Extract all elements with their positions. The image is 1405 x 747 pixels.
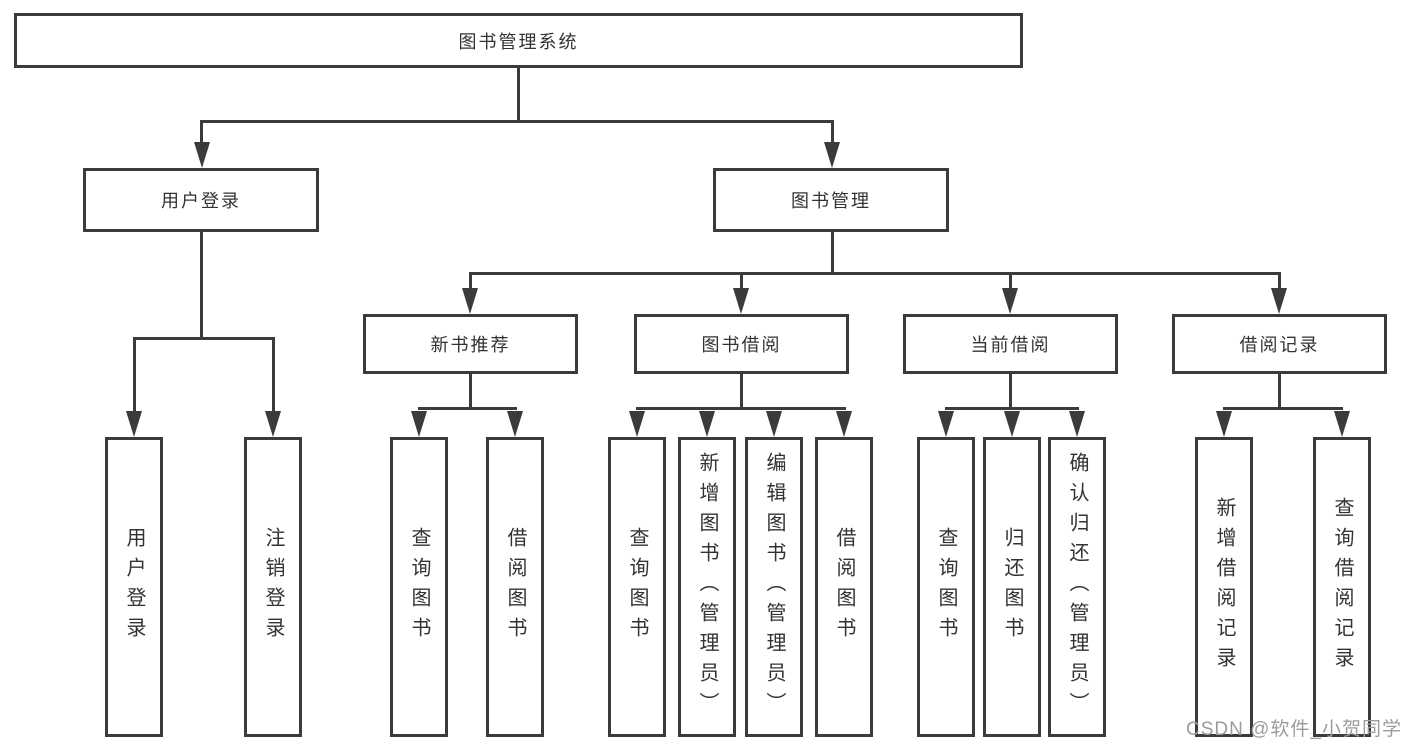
arrow-to-book-management <box>824 142 840 168</box>
connector-mid-4-split <box>1223 407 1343 410</box>
arrow-to-current-borrowing <box>1002 288 1018 314</box>
arrow-to-user-login <box>194 142 210 168</box>
leaf-user-login-label: 用户登录 <box>123 527 145 647</box>
arrow-to-book-borrowing <box>733 288 749 314</box>
connector-root-drop <box>517 68 520 123</box>
leaf-query-books-borrowing-label: 查询图书 <box>626 527 648 647</box>
leaf-user-login: 用户登录 <box>105 437 163 737</box>
arrow-leaf-6 <box>699 411 715 437</box>
leaf-query-borrow-record: 查询借阅记录 <box>1313 437 1371 737</box>
arrow-leaf-2 <box>265 411 281 437</box>
leaf-query-borrow-record-label: 查询借阅记录 <box>1331 497 1353 677</box>
node-book-management: 图书管理 <box>713 168 949 232</box>
arrow-leaf-9 <box>938 411 954 437</box>
connector-leaf-line-2 <box>272 337 275 413</box>
connector-to-book-management-line <box>831 120 834 146</box>
leaf-confirm-return-admin: 确认归还（管理员） <box>1048 437 1106 737</box>
leaf-return-books-label: 归还图书 <box>1001 527 1023 647</box>
connector-mid-2-drop <box>740 374 743 410</box>
connector-mid-1-drop <box>469 374 472 410</box>
leaf-query-books-current: 查询图书 <box>917 437 975 737</box>
leaf-query-books-current-label: 查询图书 <box>935 527 957 647</box>
arrow-leaf-7 <box>766 411 782 437</box>
node-new-book-recommend: 新书推荐 <box>363 314 578 374</box>
arrow-leaf-1 <box>126 411 142 437</box>
node-book-borrowing: 图书借阅 <box>634 314 849 374</box>
node-root-label: 图书管理系统 <box>458 31 579 52</box>
leaf-query-books-borrowing: 查询图书 <box>608 437 666 737</box>
connector-user-login-split <box>133 337 275 340</box>
node-root: 图书管理系统 <box>14 13 1023 68</box>
leaf-return-books: 归还图书 <box>983 437 1041 737</box>
connector-mid-4-drop <box>1278 374 1281 410</box>
leaf-borrow-books-recommend: 借阅图书 <box>486 437 544 737</box>
arrow-leaf-12 <box>1216 411 1232 437</box>
connector-to-mid-3-line <box>1009 272 1012 292</box>
connector-leaf-line-1 <box>133 337 136 413</box>
node-borrowing-records: 借阅记录 <box>1172 314 1387 374</box>
node-current-borrowing-label: 当前借阅 <box>970 335 1051 355</box>
leaf-add-borrow-record-label: 新增借阅记录 <box>1213 497 1235 677</box>
leaf-add-borrow-record: 新增借阅记录 <box>1195 437 1253 737</box>
connector-to-mid-2-line <box>740 272 743 292</box>
connector-user-login-drop <box>200 232 203 340</box>
arrow-leaf-8 <box>836 411 852 437</box>
leaf-edit-books-admin-label: 编辑图书（管理员） <box>763 452 785 722</box>
arrow-to-new-book-recommend <box>462 288 478 314</box>
leaf-query-books-recommend-label: 查询图书 <box>408 527 430 647</box>
leaf-confirm-return-admin-label: 确认归还（管理员） <box>1066 452 1088 722</box>
node-book-borrowing-label: 图书借阅 <box>701 335 782 355</box>
node-user-login: 用户登录 <box>83 168 319 232</box>
arrow-leaf-13 <box>1334 411 1350 437</box>
leaf-add-books-admin-label: 新增图书（管理员） <box>696 452 718 722</box>
leaf-query-books-recommend: 查询图书 <box>390 437 448 737</box>
leaf-borrow-books-borrowing: 借阅图书 <box>815 437 873 737</box>
arrow-leaf-4 <box>507 411 523 437</box>
leaf-add-books-admin: 新增图书（管理员） <box>678 437 736 737</box>
connector-mid-2-split <box>636 407 846 410</box>
node-new-book-recommend-label: 新书推荐 <box>430 335 511 355</box>
node-book-management-label: 图书管理 <box>791 191 871 211</box>
connector-to-user-login-line <box>200 120 203 146</box>
connector-mid-3-drop <box>1009 374 1012 410</box>
leaf-logout-login-label: 注销登录 <box>262 527 284 647</box>
arrow-leaf-5 <box>629 411 645 437</box>
connector-to-mid-4-line <box>1278 272 1281 292</box>
node-user-login-label: 用户登录 <box>161 191 241 211</box>
connector-book-management-split <box>469 272 1281 275</box>
node-current-borrowing: 当前借阅 <box>903 314 1118 374</box>
leaf-borrow-books-borrowing-label: 借阅图书 <box>833 527 855 647</box>
leaf-borrow-books-recommend-label: 借阅图书 <box>504 527 526 647</box>
leaf-logout-login: 注销登录 <box>244 437 302 737</box>
arrow-leaf-11 <box>1069 411 1085 437</box>
leaf-edit-books-admin: 编辑图书（管理员） <box>745 437 803 737</box>
connector-to-mid-1-line <box>469 272 472 292</box>
arrow-to-borrowing-records <box>1271 288 1287 314</box>
connector-root-split <box>201 120 834 123</box>
arrow-leaf-3 <box>411 411 427 437</box>
node-borrowing-records-label: 借阅记录 <box>1239 335 1320 355</box>
arrow-leaf-10 <box>1004 411 1020 437</box>
watermark: CSDN @软件_小贺同学 <box>1186 719 1402 740</box>
connector-mid-3-split <box>945 407 1079 410</box>
connector-mid-1-split <box>418 407 517 410</box>
connector-book-management-drop <box>831 232 834 275</box>
